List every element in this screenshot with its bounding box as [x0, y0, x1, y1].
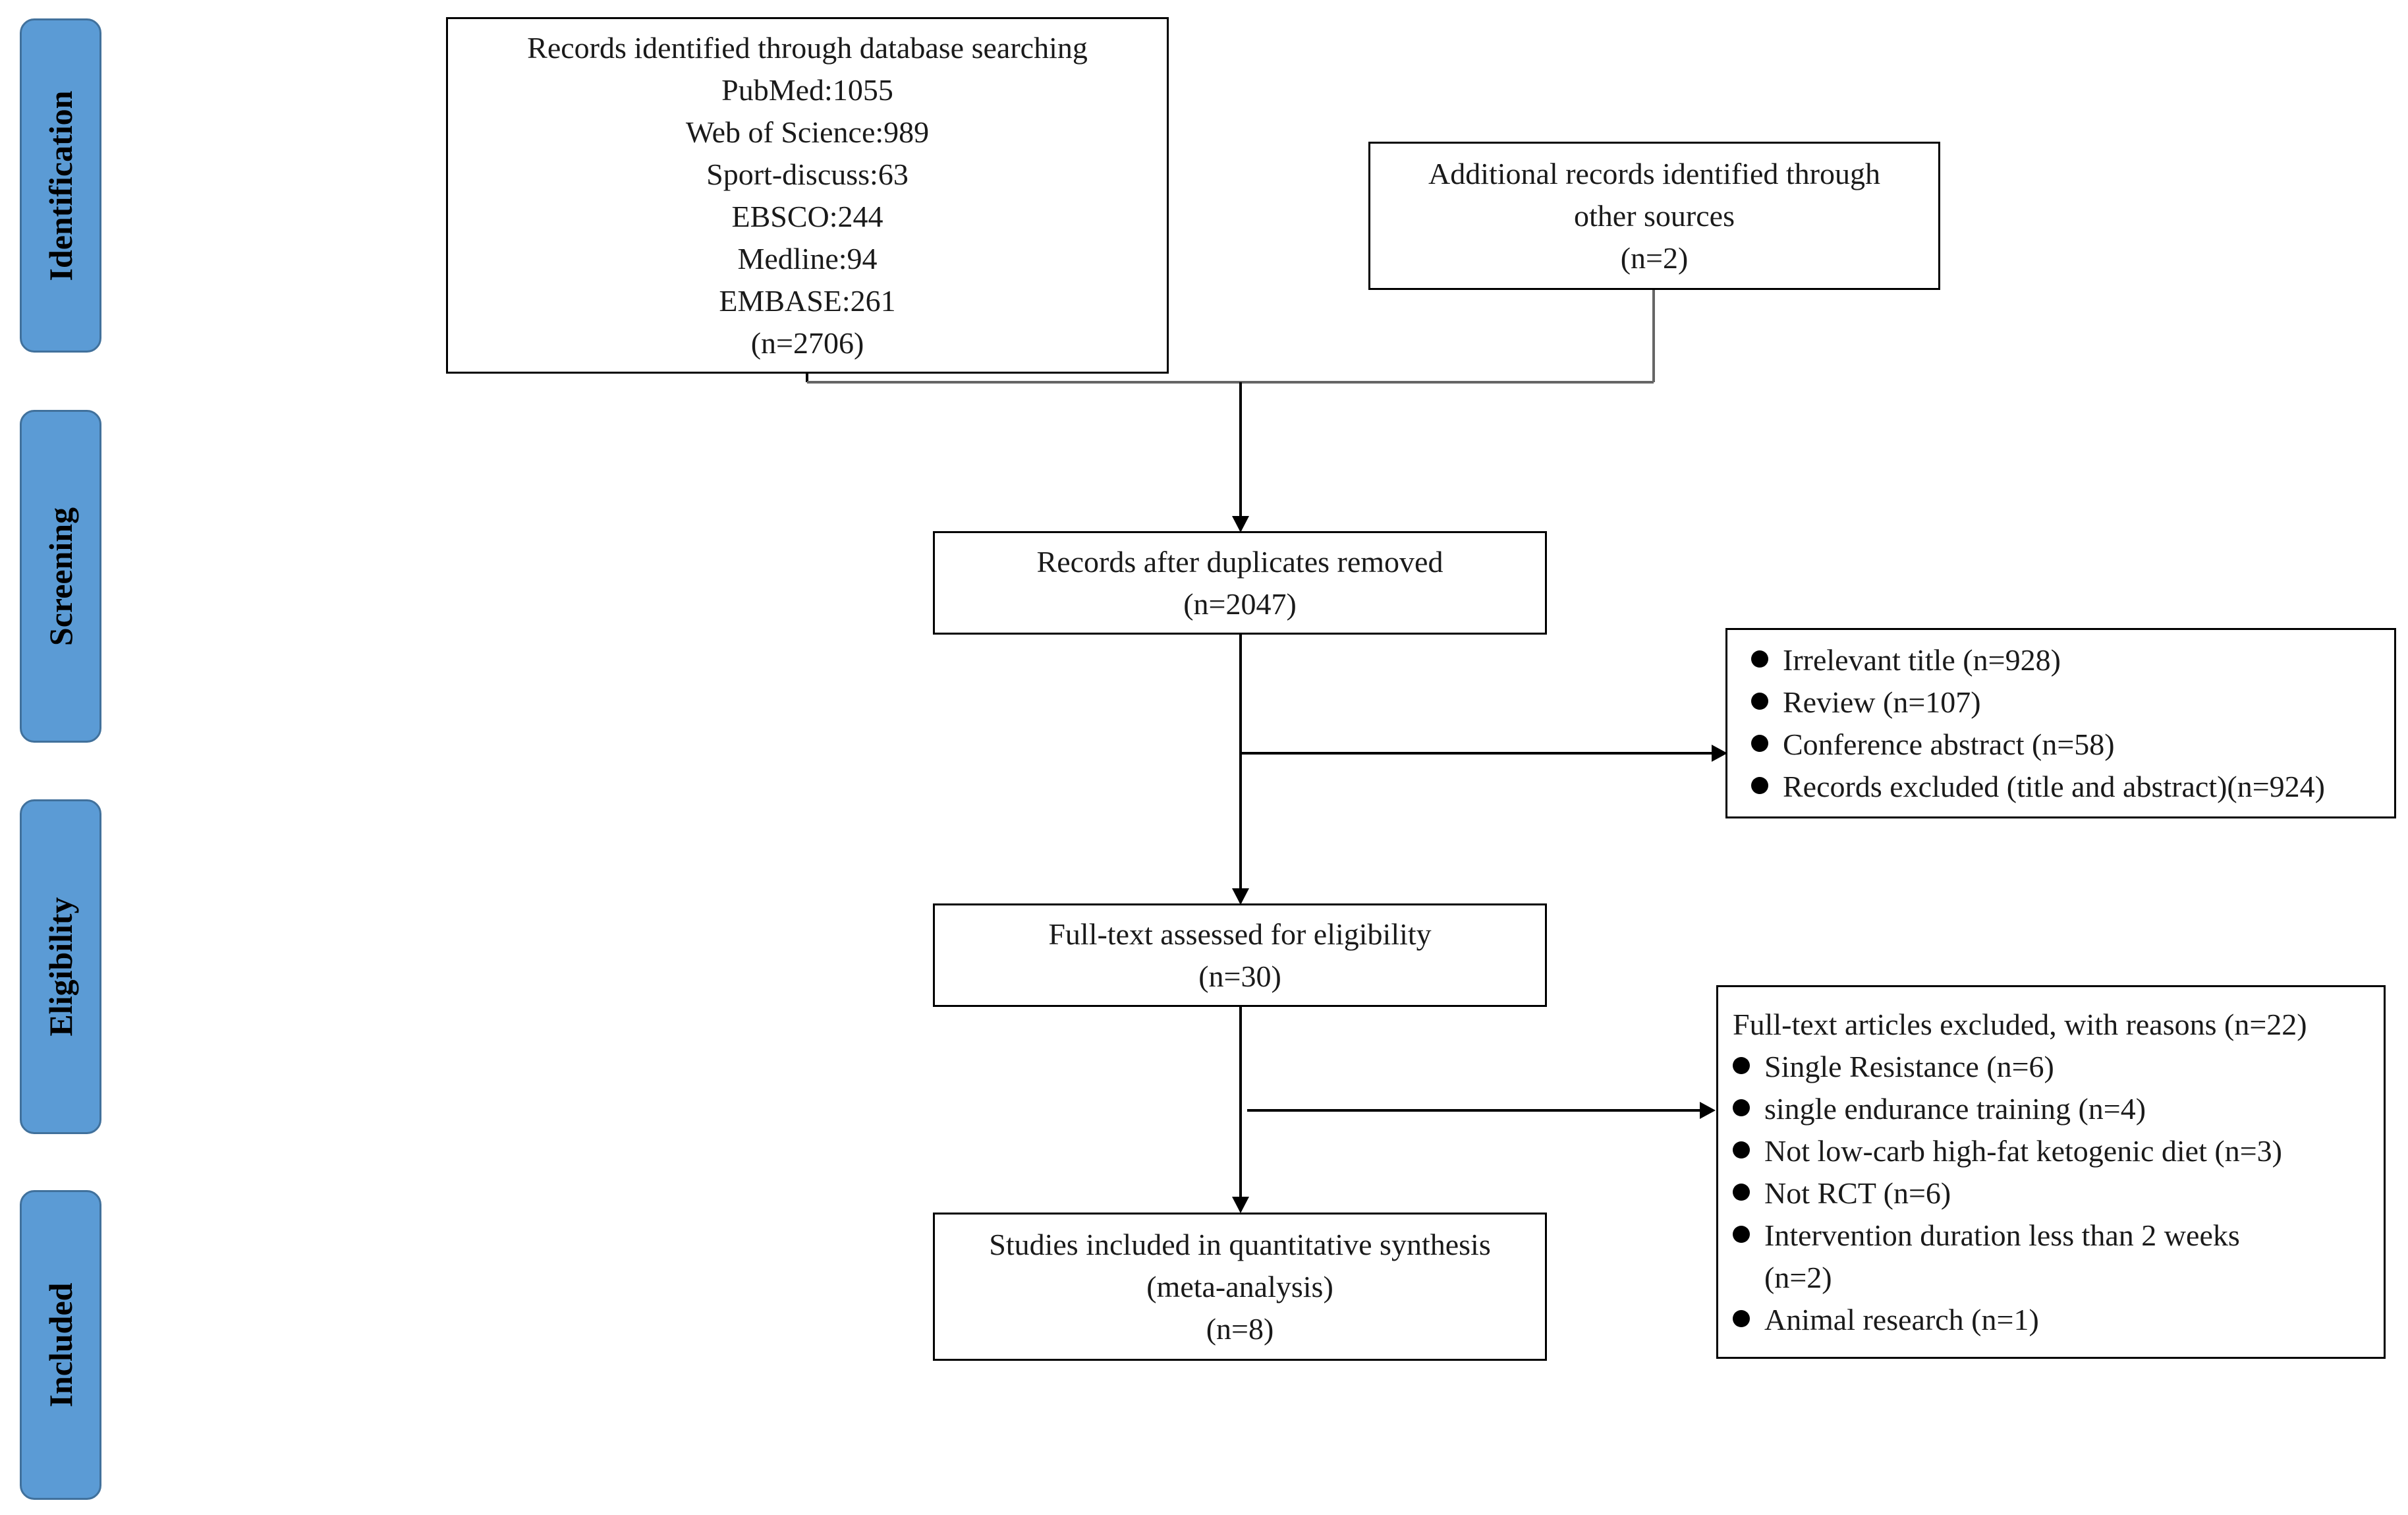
bullet-icon: [1751, 692, 1768, 710]
bullet-icon: [1751, 776, 1768, 794]
studies-included-total: (n=8): [1206, 1311, 1274, 1346]
exclusion-short-duration-count: (n=2): [1764, 1260, 1832, 1294]
list-item: Intervention duration less than 2 weeks: [1733, 1215, 2384, 1257]
list-item: Conference abstract (n=58): [1751, 724, 2394, 766]
list-item: Animal research (n=1): [1733, 1299, 2384, 1341]
bullet-icon: [1751, 734, 1768, 752]
database-search-box: Records identified through database sear…: [446, 17, 1169, 374]
stage-label-included: Included: [42, 1282, 79, 1408]
stage-label-screening: Screening: [42, 507, 79, 646]
exclusion-single-endurance: single endurance training (n=4): [1764, 1091, 2146, 1126]
list-item: Single Resistance (n=6): [1733, 1046, 2384, 1088]
list-item: Not low-carb high-fat ketogenic diet (n=…: [1733, 1130, 2384, 1172]
arrowhead-studies: [1232, 1197, 1249, 1213]
stage-tab-screening: Screening: [20, 410, 101, 743]
bullet-icon: [1733, 1225, 1750, 1243]
arrowhead-duplicates: [1232, 516, 1249, 532]
exclusion-conference-abstract: Conference abstract (n=58): [1783, 727, 2115, 761]
list-item: Review (n=107): [1751, 681, 2394, 724]
studies-included-subtitle: (meta-analysis): [1146, 1269, 1333, 1303]
fulltext-assessed-total: (n=30): [1198, 959, 1281, 993]
exclusion-review: Review (n=107): [1783, 685, 1981, 719]
stage-tab-identification: Identification: [20, 18, 101, 353]
ebsco-count: EBSCO:244: [731, 199, 883, 233]
arrowhead-screening-exclusions: [1712, 745, 1727, 762]
arrowhead-fulltext: [1232, 888, 1249, 905]
arrowhead-fulltext-exclusions: [1700, 1102, 1716, 1119]
after-duplicates-title: Records after duplicates removed: [1036, 544, 1443, 579]
list-item: Irrelevant title (n=928): [1751, 639, 2394, 681]
after-duplicates-box: Records after duplicates removed (n=2047…: [933, 531, 1547, 635]
medline-count: Medline:94: [737, 241, 878, 275]
stage-tab-included: Included: [20, 1190, 101, 1500]
fulltext-assessed-title: Full-text assessed for eligibility: [1048, 917, 1432, 951]
studies-included-box: Studies included in quantitative synthes…: [933, 1213, 1547, 1361]
exclusion-title-abstract: Records excluded (title and abstract)(n=…: [1783, 769, 2325, 803]
stage-tab-eligibility: Eligibility: [20, 799, 101, 1134]
sport-discuss-count: Sport-discuss:63: [706, 157, 909, 191]
exclusion-irrelevant-title: Irrelevant title (n=928): [1783, 643, 2061, 677]
fulltext-exclusions-box: Full-text articles excluded, with reason…: [1716, 985, 2386, 1359]
database-search-title: Records identified through database sear…: [527, 30, 1088, 65]
list-item: Not RCT (n=6): [1733, 1172, 2384, 1215]
bullet-icon: [1733, 1056, 1750, 1074]
other-sources-subtitle: other sources: [1574, 198, 1735, 233]
screening-exclusions-box: Irrelevant title (n=928) Review (n=107) …: [1725, 628, 2396, 818]
pubmed-count: PubMed:1055: [721, 72, 893, 107]
exclusion-not-ketogenic: Not low-carb high-fat ketogenic diet (n=…: [1764, 1133, 2282, 1168]
web-of-science-count: Web of Science:989: [685, 115, 930, 149]
bullet-icon: [1733, 1309, 1750, 1327]
list-item: single endurance training (n=4): [1733, 1088, 2384, 1130]
bullet-icon: [1733, 1141, 1750, 1158]
exclusion-short-duration: Intervention duration less than 2 weeks: [1764, 1218, 2240, 1252]
stage-label-identification: Identification: [42, 90, 79, 281]
studies-included-title: Studies included in quantitative synthes…: [989, 1227, 1491, 1261]
fulltext-assessed-box: Full-text assessed for eligibility (n=30…: [933, 903, 1547, 1007]
bullet-icon: [1733, 1183, 1750, 1201]
after-duplicates-total: (n=2047): [1183, 586, 1297, 621]
bullet-icon: [1733, 1099, 1750, 1116]
exclusion-not-rct: Not RCT (n=6): [1764, 1176, 1951, 1210]
bullet-icon: [1751, 650, 1768, 668]
embase-count: EMBASE:261: [719, 283, 896, 318]
database-total: (n=2706): [750, 326, 864, 360]
stage-label-eligibility: Eligibility: [42, 897, 79, 1037]
exclusion-animal-research: Animal research (n=1): [1764, 1302, 2039, 1336]
other-sources-box: Additional records identified through ot…: [1368, 142, 1940, 290]
other-sources-title: Additional records identified through: [1428, 156, 1880, 190]
other-sources-total: (n=2): [1620, 241, 1689, 275]
list-item: Records excluded (title and abstract)(n=…: [1751, 766, 2394, 808]
fulltext-exclusions-heading: Full-text articles excluded, with reason…: [1733, 1007, 2307, 1041]
exclusion-single-resistance: Single Resistance (n=6): [1764, 1049, 2054, 1083]
